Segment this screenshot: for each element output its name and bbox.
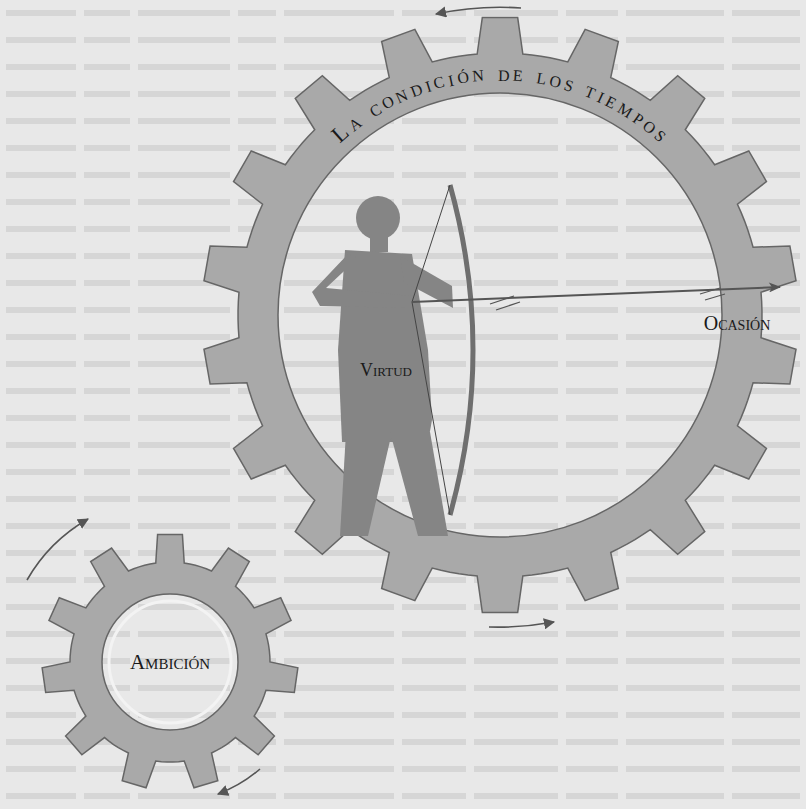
gear-wheel: Ambición	[40, 532, 300, 792]
rotation-arrow	[218, 769, 260, 794]
target-label: Ocasión	[704, 312, 771, 335]
gear-label: Ambición	[130, 650, 210, 675]
rotation-arrow	[489, 622, 554, 627]
figure-label: Virtud	[360, 360, 412, 381]
gear-body	[204, 18, 796, 613]
gear-body	[42, 535, 298, 788]
rotation-arrow	[436, 7, 521, 14]
motion-lines	[490, 288, 725, 310]
rotation-arrow	[27, 519, 88, 580]
archer-silhouette	[300, 170, 500, 540]
gear-inner-ring	[109, 601, 231, 723]
bow	[450, 185, 473, 515]
archer-figure: Virtud	[300, 170, 500, 540]
archer-body	[312, 196, 453, 536]
bow-string	[412, 185, 450, 515]
